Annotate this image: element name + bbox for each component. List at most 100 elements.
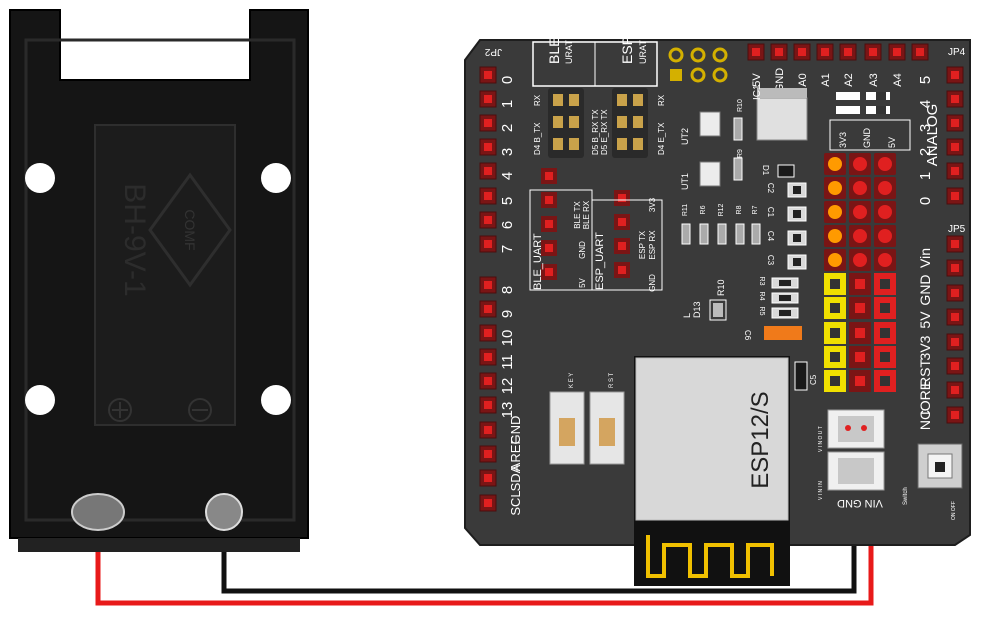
controller-board: JP2 JP4 JP5 012345678910111213GNDAREFSDA… <box>464 36 971 586</box>
resistor-r8 <box>735 223 745 245</box>
right-pin-label-gnd: GND <box>917 274 933 305</box>
resistor-label-r12: R12 <box>718 203 725 216</box>
top-pin-label-gnd: GND <box>774 68 786 93</box>
grid-pin-orange <box>828 253 842 267</box>
left-pin-d5 <box>484 192 492 200</box>
capacitor-body <box>793 186 801 194</box>
r10-label: R10 <box>737 99 744 112</box>
grid-pin-yellow <box>830 303 840 313</box>
left-pin-label-sda: SDA <box>508 464 523 491</box>
left-header <box>479 66 497 512</box>
resistor-r7 <box>751 223 761 245</box>
grid-pin-red <box>855 328 865 338</box>
battery-holder: COMF BH-9V-1 <box>9 9 309 552</box>
ble-uart-pin <box>545 172 553 180</box>
resistor-label-r5: R5 <box>758 307 765 316</box>
esp-sub: URAT <box>638 40 648 64</box>
vin-out-label: V I N O U T <box>818 426 824 452</box>
left-pin-label-scl: SCL <box>508 490 523 515</box>
resistor-body <box>779 310 791 316</box>
right-header <box>946 66 964 424</box>
r9-label: R9 <box>737 149 744 158</box>
reset-button-cap[interactable] <box>599 418 615 446</box>
mount-hole <box>261 385 291 415</box>
grid-pin-red <box>878 253 892 267</box>
ble-col-rx: BLE RX <box>582 200 591 229</box>
grid-pin-red <box>855 376 865 386</box>
power-switch-knob[interactable] <box>935 462 945 472</box>
esp-uart-frame <box>591 199 663 291</box>
right-pin-label-3v3: 3V3 <box>917 335 933 360</box>
ble-col-gnd: GND <box>578 241 587 259</box>
key-label: K E Y <box>569 373 575 388</box>
jumper-esp-pin <box>633 116 643 128</box>
io-pin-grid <box>824 153 896 392</box>
right-pin-label-rst: RST <box>917 359 933 387</box>
jumper-ble-pin <box>569 138 579 150</box>
analog-label: ANALOG <box>924 104 941 167</box>
capacitor-body <box>793 234 801 242</box>
plus-marking <box>108 398 132 422</box>
grid-pin-red <box>853 253 867 267</box>
esp-uart-pin <box>618 266 626 274</box>
antenna-trace <box>646 535 774 578</box>
left-pin-label-d10: 10 <box>499 330 516 347</box>
jumper-left-label-tx: D4 B_TX <box>533 122 542 155</box>
right-pin-power-3 <box>951 313 959 321</box>
jumper-esp-pin <box>617 116 627 128</box>
right-pin-label-iore: IORE <box>917 381 933 415</box>
left-pin-label-aref: AREF <box>508 437 523 472</box>
top-pin-label-5v: 5V <box>751 73 763 87</box>
capacitor-label-c1: C1 <box>766 207 775 218</box>
esp-title: ESP <box>619 36 635 64</box>
jumper-ble-pin <box>569 116 579 128</box>
right-pin-label-a4: 4 <box>917 100 934 108</box>
left-pin-label-d0: 0 <box>499 76 516 84</box>
grid-pin-red <box>878 157 892 171</box>
reset-button[interactable] <box>589 391 625 465</box>
jumper-ble-pin <box>553 138 563 150</box>
right-pin-label-a5: 5 <box>917 76 934 84</box>
switch-block <box>836 92 860 100</box>
ut1-label: UT1 <box>680 173 690 190</box>
left-pin-d4 <box>484 167 492 175</box>
right-pin-power-7 <box>951 411 959 419</box>
grid-pin-red <box>853 229 867 243</box>
left-pin-d9 <box>484 305 492 313</box>
jumper-left-label-rx: RX <box>533 94 542 106</box>
ble-uart-label: BLE_UART <box>532 233 544 290</box>
top-pin-5v <box>752 48 760 56</box>
right-pin-a4 <box>951 95 959 103</box>
top-pin-a3 <box>869 48 877 56</box>
d1-diode <box>777 164 795 178</box>
d13-led-frame <box>709 299 727 321</box>
right-pin-label-a1: 1 <box>917 172 934 180</box>
left-pin-d1 <box>484 95 492 103</box>
grid-pin-orange <box>828 229 842 243</box>
resistor-body <box>779 295 791 301</box>
left-pin-d3 <box>484 143 492 151</box>
right-pin-power-6 <box>951 386 959 394</box>
grid-pin-yellow <box>830 352 840 362</box>
resistor-body <box>779 280 791 286</box>
grid-pin-orange <box>828 181 842 195</box>
ble-col-5v: 5V <box>578 277 587 287</box>
key-button[interactable] <box>549 391 585 465</box>
resistor-label-r11: R11 <box>682 204 689 216</box>
vin-out-pin <box>845 425 851 431</box>
left-pin-aref <box>484 450 492 458</box>
left-pin-label-gnd: GND <box>508 416 523 445</box>
grid-pin-dark <box>880 303 890 313</box>
key-button-cap[interactable] <box>559 418 575 446</box>
jumper-mid-label-2: D5 E_RX TX <box>600 109 609 155</box>
top-pin-label-a1: A1 <box>820 73 832 86</box>
left-pin-d13 <box>484 401 492 409</box>
ble-uart-pin <box>545 244 553 252</box>
power-switch[interactable] <box>917 443 963 489</box>
top-pin-label-a4: A4 <box>892 73 904 86</box>
r10-resistor <box>733 117 743 141</box>
grid-pin-yellow <box>830 376 840 386</box>
